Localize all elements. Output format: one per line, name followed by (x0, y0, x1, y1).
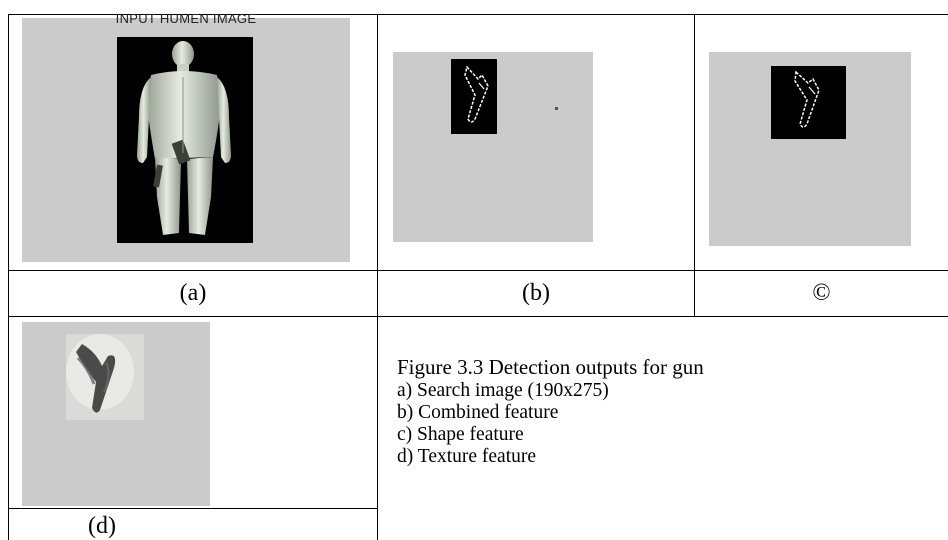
panel-d-label: (d) (88, 513, 116, 539)
table-border-d-caption-top (8, 508, 378, 509)
texture-blob-icon (66, 334, 144, 420)
table-border-col1 (377, 14, 378, 540)
table-border-col2 (694, 14, 695, 316)
caption-item-a: a) Search image (190x275) (397, 380, 609, 401)
texture-feature-detection (22, 322, 210, 506)
noise-dot (555, 107, 558, 110)
detection-mask-b (451, 59, 497, 134)
caption-item-d: d) Texture feature (397, 446, 537, 467)
panel-b-label: (b) (522, 280, 550, 306)
table-border-row2-bottom (8, 316, 948, 317)
table-border-top (8, 14, 948, 15)
body-scan-frame (117, 37, 253, 243)
human-figure-icon (137, 41, 231, 235)
gun-outline-icon (794, 70, 820, 128)
panel-a-label: (a) (179, 280, 207, 306)
detection-mask-c (771, 66, 846, 139)
figure-caption: Figure 3.3 Detection outputs for gun a) … (397, 355, 704, 468)
input-image-title: INPUT HUMEN IMAGE (115, 11, 257, 26)
table-border-left (8, 14, 9, 540)
panel-c-label: © (812, 280, 831, 306)
caption-item-c: c) Shape feature (397, 424, 524, 445)
gun-outline-icon (464, 65, 489, 123)
table-border-row1-bottom (8, 270, 948, 271)
figure-title: Figure 3.3 Detection outputs for gun (397, 355, 704, 379)
caption-item-b: b) Combined feature (397, 402, 559, 423)
